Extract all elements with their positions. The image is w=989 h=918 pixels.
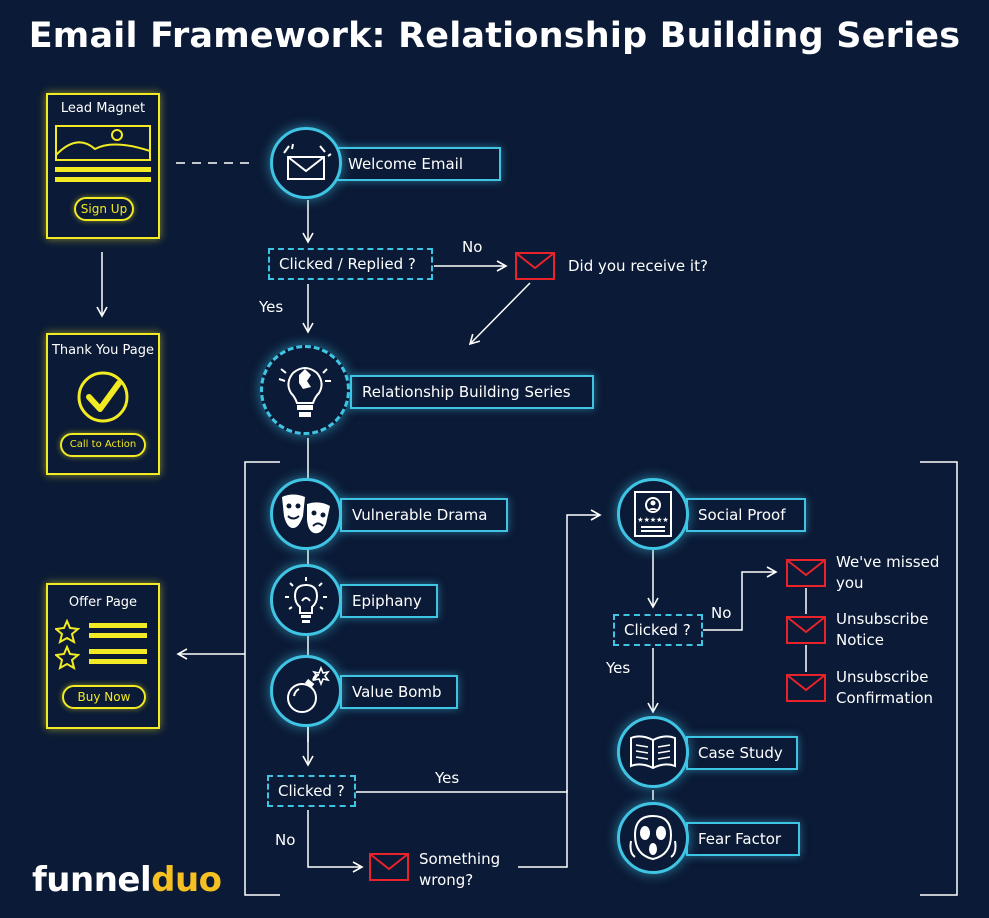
unsubscribe-confirmation-line-2: Confirmation xyxy=(836,689,934,707)
lead-magnet-card: Lead Magnet Sign Up xyxy=(46,93,160,239)
star-icon xyxy=(55,619,81,645)
open-book-icon xyxy=(630,735,676,770)
edge-label-yes-2: Yes xyxy=(435,769,460,787)
unsubscribe-notice-label: Unsubscribe Notice xyxy=(836,609,966,651)
unsubscribe-notice-line-2: Notice xyxy=(836,631,884,649)
unsubscribe-confirmation-line-1: Unsubscribe xyxy=(836,668,929,686)
clicked2-no-line xyxy=(703,566,778,631)
offer-page-title: Offer Page xyxy=(68,595,138,610)
unsubscribe-notice-line-1: Unsubscribe xyxy=(836,610,929,628)
call-to-action-button[interactable]: Call to Action xyxy=(60,433,146,457)
thank-you-title: Thank You Page xyxy=(51,343,155,358)
case-study-label: Case Study xyxy=(686,736,798,770)
value-bomb-label: Value Bomb xyxy=(340,675,458,709)
something-wrong-label: Something wrong? xyxy=(419,849,549,891)
mountain-image-icon xyxy=(55,125,151,161)
red-envelope-icon xyxy=(369,853,409,881)
svg-text:★★★★★: ★★★★★ xyxy=(637,516,668,524)
lead-magnet-bar-2 xyxy=(55,177,151,182)
welcome-email-label: Welcome Email xyxy=(336,147,501,181)
envelope-icon xyxy=(283,143,332,180)
offer-stars-icon xyxy=(55,619,147,671)
clicked-no-line xyxy=(307,810,364,873)
star-icon xyxy=(55,644,81,671)
received-to-rbs-arrow xyxy=(468,282,531,346)
right-bracket xyxy=(920,461,958,896)
social-proof-label: Social Proof xyxy=(686,498,806,532)
thank-you-card: Thank You Page Call to Action xyxy=(46,333,160,475)
edge-label-no-1: No xyxy=(462,238,483,256)
vulnerable-drama-label: Vulnerable Drama xyxy=(340,498,508,532)
edge-label-yes-3: Yes xyxy=(606,659,631,677)
epiphany-label: Epiphany xyxy=(340,584,438,618)
scared-face-icon xyxy=(629,814,677,861)
red-envelope-icon xyxy=(515,252,555,280)
clicked-replied-decision: Clicked / Replied ? xyxy=(268,248,433,280)
vulnerable-drama-node xyxy=(270,478,342,550)
funnelduo-logo: funnelduo xyxy=(32,860,222,900)
case-study-node xyxy=(617,716,689,788)
social-proof-node: ★★★★★ xyxy=(617,478,689,550)
edge-label-no-3: No xyxy=(711,604,732,622)
welcome-email-node xyxy=(270,127,342,199)
did-you-receive-label: Did you receive it? xyxy=(568,257,708,275)
missed-you-label: We've missed you xyxy=(836,552,966,594)
missed-you-line-2: you xyxy=(836,574,864,592)
red-envelope-icon xyxy=(786,674,826,702)
unsubscribe-confirmation-label: Unsubscribe Confirmation xyxy=(836,667,966,709)
relationship-series-label: Relationship Building Series xyxy=(350,375,594,409)
certificate-icon: ★★★★★ xyxy=(634,491,672,537)
red-envelope-icon xyxy=(786,559,826,587)
red-envelope-icon xyxy=(786,616,826,644)
buy-now-button[interactable]: Buy Now xyxy=(62,685,146,709)
checkmark-icon xyxy=(77,371,129,423)
value-bomb-node xyxy=(270,655,342,727)
missed-you-line-1: We've missed xyxy=(836,553,940,571)
edge-label-no-2: No xyxy=(275,831,296,849)
fear-factor-node xyxy=(617,802,689,874)
theater-masks-icon xyxy=(282,494,330,534)
clicked-decision-1: Clicked ? xyxy=(267,775,356,807)
relationship-series-node xyxy=(260,345,350,435)
puzzle-bulb-icon xyxy=(278,367,331,417)
logo-part-2: duo xyxy=(151,860,222,900)
logo-part-1: funnel xyxy=(32,860,152,900)
offer-page-card: Offer Page Buy Now xyxy=(46,583,160,729)
lead-magnet-title: Lead Magnet xyxy=(60,101,146,116)
something-wrong-line-1: Something xyxy=(419,850,501,868)
wrong-to-social-line xyxy=(518,790,568,868)
clicked-decision-2: Clicked ? xyxy=(613,614,703,646)
left-bracket xyxy=(244,461,280,896)
epiphany-node xyxy=(270,564,342,636)
lightbulb-icon xyxy=(285,577,327,623)
clicked-yes-line xyxy=(356,509,602,793)
bomb-icon xyxy=(287,666,330,713)
page-title: Email Framework: Relationship Building S… xyxy=(28,16,961,56)
fear-factor-label: Fear Factor xyxy=(686,822,800,856)
edge-label-yes-1: Yes xyxy=(259,298,284,316)
lead-magnet-bar-1 xyxy=(55,167,151,172)
sign-up-button[interactable]: Sign Up xyxy=(74,197,134,221)
something-wrong-line-2: wrong? xyxy=(419,871,474,889)
